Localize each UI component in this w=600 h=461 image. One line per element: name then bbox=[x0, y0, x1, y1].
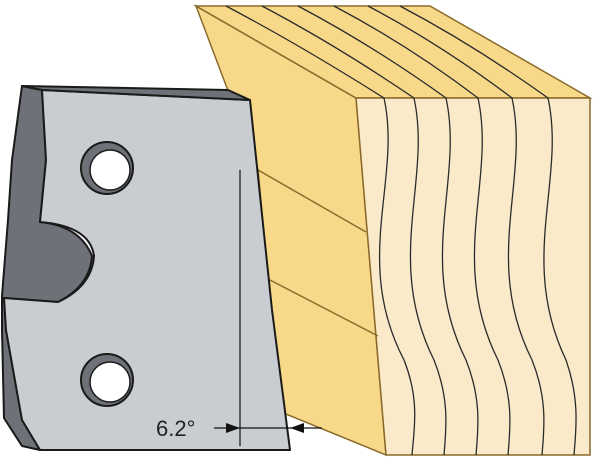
top-grain-line bbox=[261, 5, 415, 99]
wood-front-grain bbox=[378, 97, 577, 456]
front-grain-line bbox=[473, 97, 511, 456]
right-arrow-icon bbox=[290, 423, 304, 433]
front-grain-line bbox=[409, 97, 447, 456]
wood-front-face bbox=[355, 97, 591, 456]
top-grain-line bbox=[333, 5, 479, 99]
knife-hole-bottom-inner bbox=[89, 361, 131, 403]
top-grain-line bbox=[225, 5, 385, 99]
wood-top-grain bbox=[225, 5, 549, 99]
wood-profile-line bbox=[257, 169, 367, 233]
top-grain-line bbox=[367, 5, 513, 99]
front-grain-line bbox=[378, 97, 416, 456]
top-grain-line bbox=[297, 5, 447, 99]
knife-hole-top-inner bbox=[89, 149, 131, 191]
left-arrow-icon bbox=[226, 423, 240, 433]
cutter-knife bbox=[1, 85, 291, 451]
top-grain-line bbox=[399, 5, 549, 99]
front-grain-line bbox=[543, 97, 577, 456]
angle-dimension: 6.2° bbox=[156, 170, 322, 446]
wood-profile-line bbox=[269, 279, 379, 337]
knife-top-bevel bbox=[21, 85, 251, 101]
front-grain-line bbox=[507, 97, 545, 456]
angle-label: 6.2° bbox=[156, 416, 195, 441]
front-grain-line bbox=[441, 97, 479, 456]
knife-face bbox=[3, 89, 291, 451]
